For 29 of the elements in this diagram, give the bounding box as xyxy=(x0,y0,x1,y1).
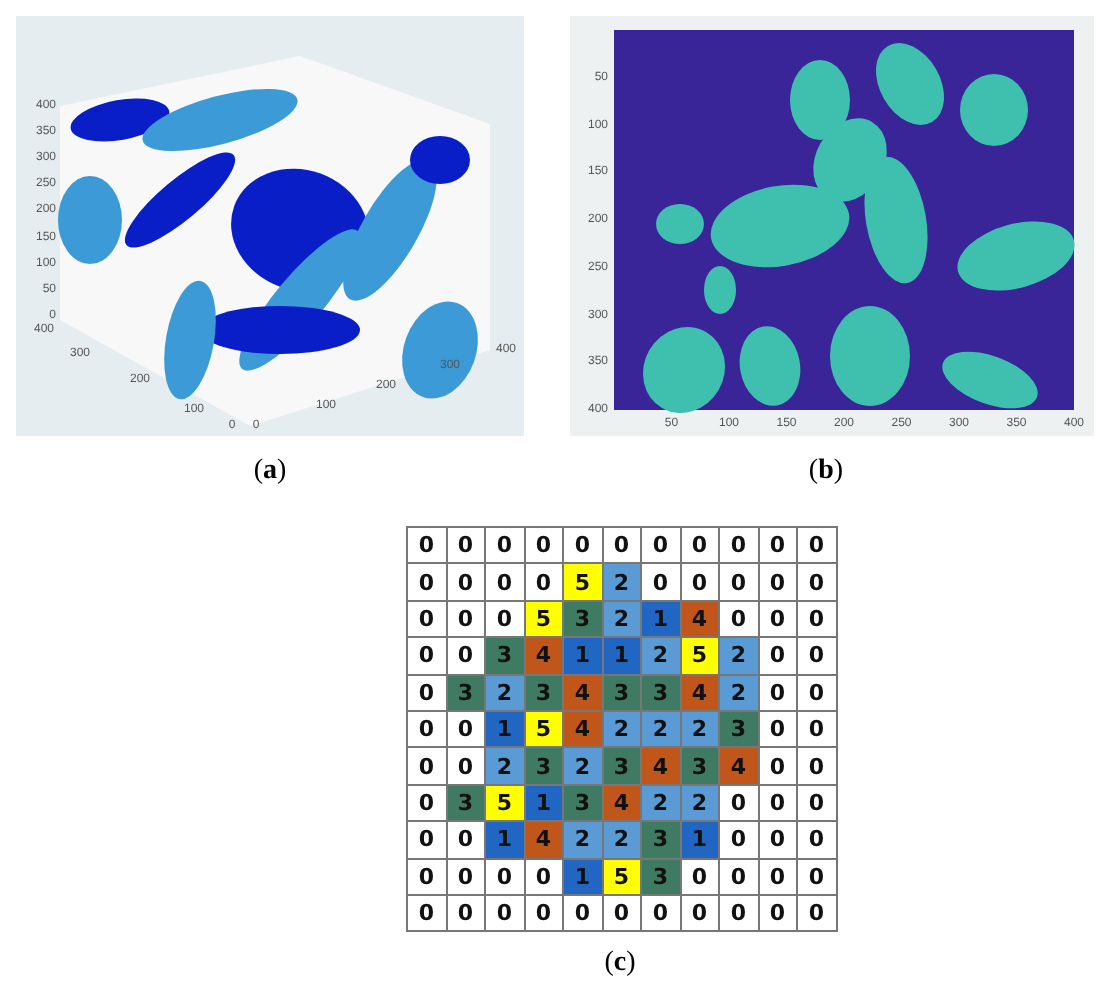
grid-cell: 3 xyxy=(640,857,681,896)
grid-cell: 1 xyxy=(484,820,525,860)
grid-cell: 0 xyxy=(796,526,837,565)
grid-cell: 0 xyxy=(406,894,447,933)
grid-cell: 3 xyxy=(718,710,759,749)
grid-cell: 5 xyxy=(562,562,603,602)
grid-cell: 2 xyxy=(484,673,525,712)
panel-label: (c) xyxy=(604,948,636,980)
grid-cell: 0 xyxy=(406,526,447,565)
grid-cell: 1 xyxy=(484,710,525,749)
grid-cell: 0 xyxy=(796,894,837,933)
grid-cell: 4 xyxy=(640,746,681,786)
grid-cell: 2 xyxy=(484,746,525,786)
panel-label: (b) xyxy=(808,456,844,488)
grid-cell: 2 xyxy=(562,746,603,786)
grid-cell: 2 xyxy=(718,636,759,676)
grid-cell: 4 xyxy=(562,710,603,749)
grid-cell: 1 xyxy=(562,636,603,676)
grid-cell: 2 xyxy=(718,673,759,712)
grid-cell: 2 xyxy=(640,636,681,676)
grid-cell: 3 xyxy=(640,820,681,860)
grid-cell: 2 xyxy=(640,710,681,749)
grid-cell: 2 xyxy=(562,820,603,860)
grid-cell: 4 xyxy=(718,746,759,786)
grid-cell: 1 xyxy=(562,857,603,896)
panel-label: (a) xyxy=(253,456,287,488)
grid-cell: 3 xyxy=(484,636,525,676)
grid-cell: 4 xyxy=(562,673,603,712)
grid-cell: 3 xyxy=(640,673,681,712)
